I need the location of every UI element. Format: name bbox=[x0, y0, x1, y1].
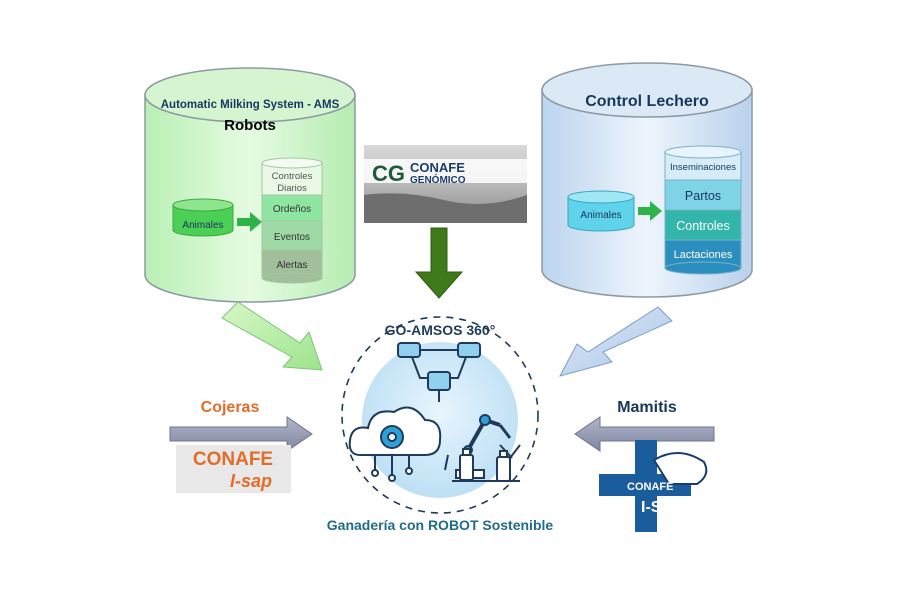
control-animales-cylinder bbox=[567, 190, 635, 232]
center-dashed-ring bbox=[341, 316, 539, 514]
center-caption: Ganadería con ROBOT Sostenible bbox=[327, 517, 554, 533]
ams-stack-item-1-cont: Diarios bbox=[277, 183, 307, 194]
control-animales-label: Animales bbox=[580, 210, 621, 221]
cojeras-label: Cojeras bbox=[201, 399, 260, 416]
center-title: GO-AMSOS 360° bbox=[385, 322, 496, 338]
cojeras-arrow bbox=[169, 416, 313, 452]
control-stack bbox=[664, 145, 742, 275]
center-circle bbox=[362, 342, 518, 498]
mamitis-label: Mamitis bbox=[617, 399, 677, 416]
milk-bottles-icon bbox=[452, 448, 520, 482]
genomico-mark: CG bbox=[372, 161, 405, 186]
genomico-line1: CONAFE bbox=[410, 160, 465, 175]
control-stack-item-2: Partos bbox=[685, 189, 721, 203]
control-stack-item-3: Controles bbox=[676, 219, 730, 233]
control-to-center-arrow bbox=[559, 306, 673, 377]
mamitis-arrow bbox=[574, 416, 715, 452]
ams-stack-item-2: Ordeños bbox=[273, 204, 311, 215]
genomico-line2: GENÓMICO bbox=[410, 173, 466, 186]
control-flow-arrow bbox=[638, 201, 662, 221]
isap-top: CONAFE bbox=[193, 449, 273, 470]
isa-top: CONAFE bbox=[627, 481, 673, 493]
ams-to-center-arrow bbox=[221, 301, 323, 371]
ams-animales-label: Animales bbox=[182, 220, 223, 231]
cloud-gear-icon bbox=[348, 406, 442, 482]
control-title: Control Lechero bbox=[585, 93, 709, 110]
ams-stack-item-4: Alertas bbox=[276, 260, 307, 271]
control-stack-item-1: Inseminaciones bbox=[670, 162, 736, 173]
isa-bottom: I-SA bbox=[641, 499, 673, 516]
ams-stack bbox=[261, 157, 323, 284]
genomico-down-arrow bbox=[414, 227, 464, 299]
conafe-isa-logo: CONAFE I-SA bbox=[599, 440, 716, 532]
ams-title: Automatic Milking System - AMS bbox=[161, 99, 340, 111]
isap-bottom: I-sap bbox=[230, 471, 272, 491]
ams-stack-item-1: Controles bbox=[272, 171, 313, 182]
ams-flow-arrow bbox=[237, 212, 262, 232]
control-stack-item-4: Lactaciones bbox=[674, 249, 733, 261]
robot-claw-icon bbox=[397, 342, 481, 402]
ams-subtitle: Robots bbox=[224, 117, 276, 134]
conafe-genomico-logo: CG CONAFE GENÓMICO bbox=[364, 145, 527, 223]
ams-stack-item-3: Eventos bbox=[274, 232, 310, 243]
conafe-isap-logo: CONAFE I-sap bbox=[176, 445, 291, 493]
ams-animales-cylinder bbox=[172, 198, 234, 237]
